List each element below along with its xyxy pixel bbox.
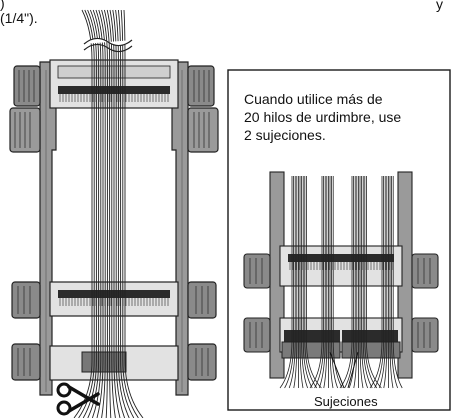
note-line-3: 2 sujeciones.	[244, 127, 326, 143]
small-loom-illustration	[243, 171, 439, 389]
reed-teeth-middle	[59, 298, 169, 306]
scissors-icon	[56, 382, 100, 416]
loom-knob-bottom-left	[11, 343, 41, 381]
loom-knob-upper-right	[187, 65, 219, 153]
instruction-line-2: (1/4").	[0, 10, 38, 26]
instruction-text-fragment: ) (1/4").	[0, 0, 200, 32]
thread-break-mark	[83, 37, 133, 53]
note-text: Cuando utilice más de 20 hilos de urdimb…	[244, 90, 434, 144]
loom-knob-upper-left	[9, 65, 41, 153]
note-line-1: Cuando utilice más de	[244, 91, 383, 107]
reed-teeth-small-upper	[289, 262, 393, 270]
instruction-line-1: )	[0, 0, 5, 11]
loom-side-rail-right	[171, 61, 189, 396]
loom-side-rail-left	[39, 61, 57, 396]
loom-knob-middle-right	[187, 281, 217, 319]
loom-knob-middle-left	[11, 281, 41, 319]
warp-threads-main	[73, 9, 144, 418]
note-line-2: 20 hilos de urdimbre, use	[244, 109, 402, 125]
loom-knob-bottom-right	[187, 343, 217, 381]
main-loom-illustration	[9, 9, 219, 418]
note-panel	[227, 69, 451, 411]
warp-threads-small	[279, 176, 403, 389]
instruction-fragment-right: y	[436, 0, 443, 12]
clamps-callout-label: Sujeciones	[314, 394, 378, 409]
